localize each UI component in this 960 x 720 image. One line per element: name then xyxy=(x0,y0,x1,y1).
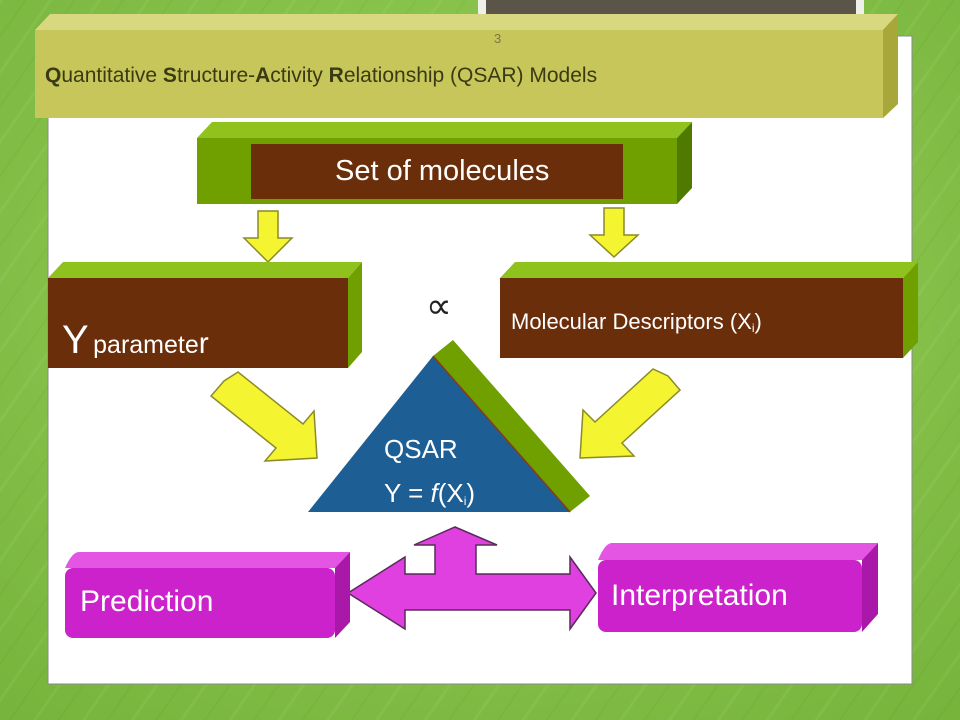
interpretation-label: Interpretation xyxy=(611,579,788,612)
title-bar xyxy=(35,14,898,118)
y-letter: Y xyxy=(62,318,89,362)
title-segment: ctivity xyxy=(270,64,329,87)
qsar-label: QSAR xyxy=(384,434,458,464)
set-of-molecules-box xyxy=(197,122,692,204)
proportional-symbol: ∝ xyxy=(426,285,452,326)
top-tab-dark xyxy=(486,0,856,16)
title-initial: S xyxy=(162,64,177,87)
prediction-label: Prediction xyxy=(80,585,214,618)
molecular-descriptors-label: Molecular Descriptors (Xi) xyxy=(511,309,762,335)
function-open: (X xyxy=(437,478,464,508)
title-segment: uantitative xyxy=(61,64,163,87)
function-f: f xyxy=(430,478,438,508)
function-close: ) xyxy=(466,478,476,508)
magenta-double-arrow xyxy=(346,526,597,632)
y-parameter-box xyxy=(48,262,362,368)
title-initial: Q xyxy=(45,64,62,87)
title-segment: elationship (QSAR) Models xyxy=(343,64,598,87)
parameter-text: paramete xyxy=(93,331,199,359)
descriptors-subscript: i xyxy=(751,321,755,335)
function-subscript: i xyxy=(463,494,467,508)
title-initial: R xyxy=(328,64,344,87)
qsar-function-label: Y = f(Xi) xyxy=(384,478,475,509)
molecular-descriptors-box xyxy=(500,262,918,358)
diagonal-arrow-right xyxy=(579,368,682,459)
set-of-molecules-label: Set of molecules xyxy=(335,155,550,187)
function-prefix: Y = xyxy=(384,478,431,508)
descriptors-close: ) xyxy=(754,309,762,334)
diagonal-arrow-left xyxy=(209,371,318,462)
prediction-box xyxy=(65,552,350,638)
y-parameter-label: Y parameter xyxy=(62,318,209,363)
down-arrow-right xyxy=(588,207,640,259)
parameter-last-letter: r xyxy=(198,327,209,360)
qsar-triangle xyxy=(308,340,590,513)
interpretation-box xyxy=(598,543,878,632)
title-segment: tructure- xyxy=(176,64,256,87)
title-initial: A xyxy=(255,64,271,87)
down-arrow-left xyxy=(242,210,294,264)
slide-number: 3 xyxy=(494,31,502,46)
descriptors-text: Molecular Descriptors (X xyxy=(511,309,752,334)
slide-title: Quantitative Structure-Activity Relation… xyxy=(45,64,597,88)
